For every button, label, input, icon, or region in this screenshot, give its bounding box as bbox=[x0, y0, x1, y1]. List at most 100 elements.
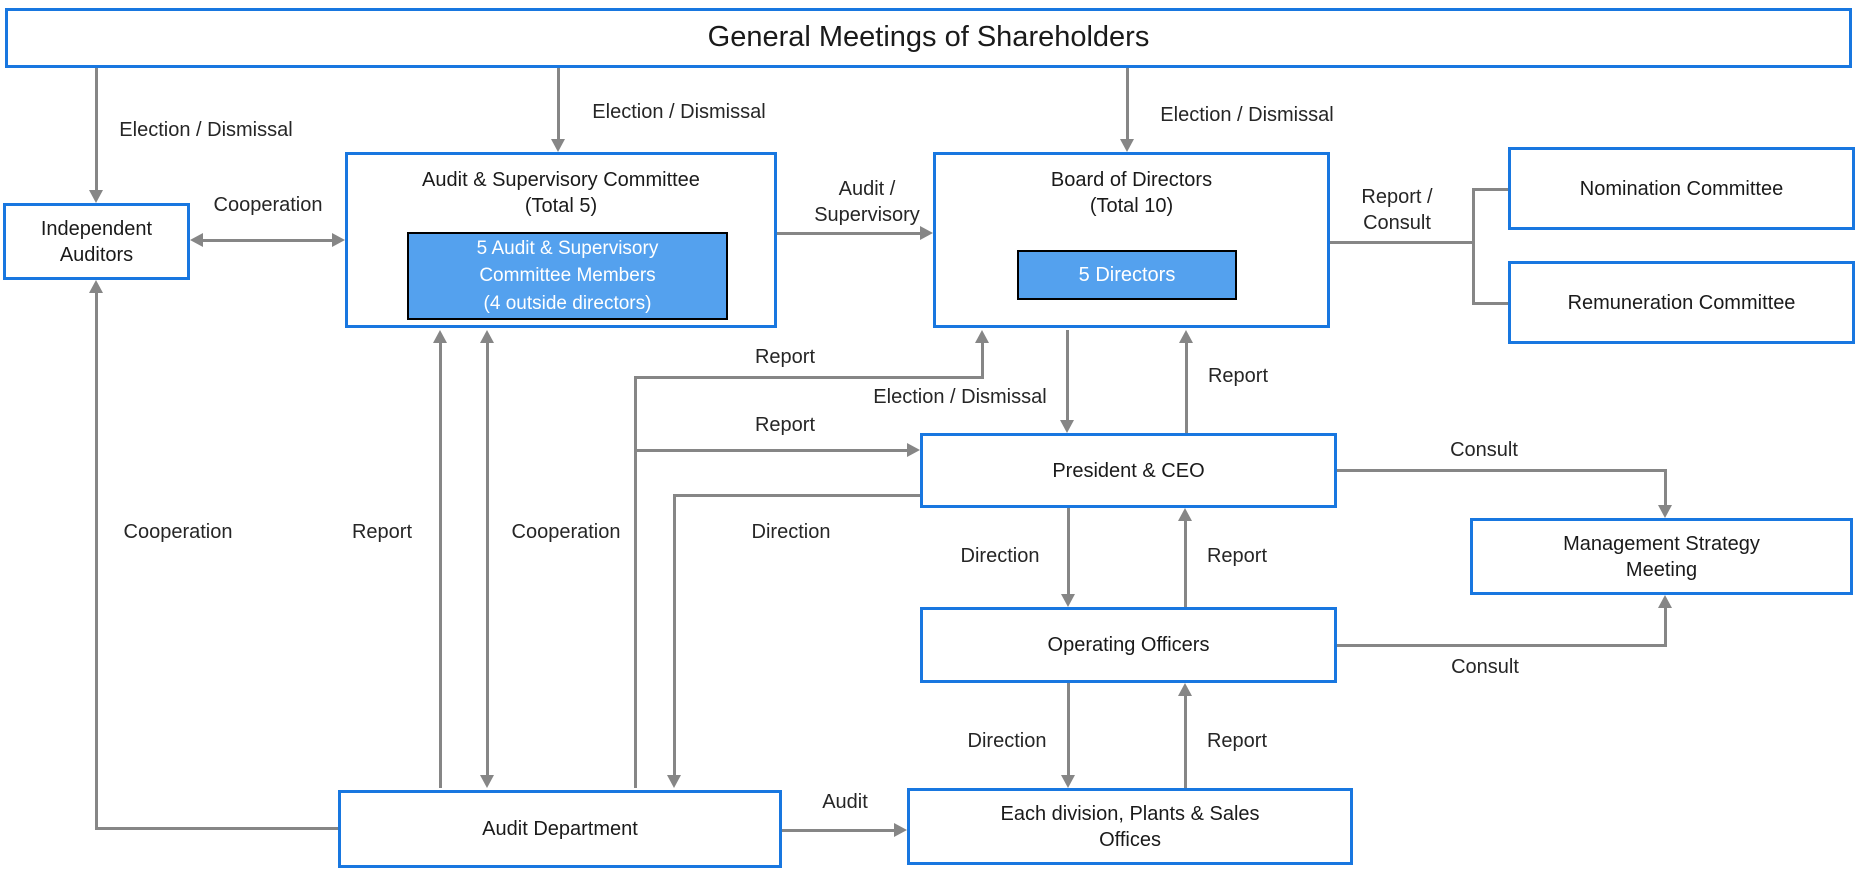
edge-dept-report-trunk bbox=[634, 377, 637, 788]
edge-board-to-ceo-line bbox=[1066, 330, 1069, 420]
node-independent-auditors: Independent Auditors bbox=[3, 203, 190, 280]
label-report-consult-line2: Consult bbox=[1363, 212, 1431, 234]
label-cooperation-auditors-committee: Cooperation bbox=[213, 194, 323, 216]
asc-title-line1: Audit & Supervisory Committee bbox=[422, 169, 700, 191]
node-operating-officers: Operating Officers bbox=[920, 607, 1337, 683]
label-direction-ceo-to-dept: Direction bbox=[751, 521, 831, 543]
label-report-ceo-to-board: Report bbox=[1207, 365, 1269, 387]
operating-officers-label: Operating Officers bbox=[1047, 634, 1210, 656]
president-ceo-label: President & CEO bbox=[1052, 459, 1205, 482]
label-consult-ceo-to-msm: Consult bbox=[1450, 439, 1518, 461]
board-directors-badge: 5 Directors bbox=[1017, 250, 1237, 300]
each-division-line1: Each division, Plants & Sales bbox=[1000, 802, 1260, 825]
audit-department-label: Audit Department bbox=[482, 818, 638, 840]
edge-gms-to-board-line bbox=[1126, 68, 1129, 140]
board-badge-label: 5 Directors bbox=[1078, 263, 1176, 286]
label-election-dismissal-board: Election / Dismissal bbox=[1160, 104, 1334, 126]
arrowhead-down-icon bbox=[551, 139, 565, 152]
edge-officers-to-ceo-line bbox=[1184, 521, 1187, 607]
asc-badge-line1: 5 Audit & Supervisory bbox=[476, 237, 659, 259]
edge-ceo-to-board-line bbox=[1185, 343, 1188, 433]
edge-officers-to-msm-horizontal bbox=[1337, 644, 1667, 647]
label-audit-supervisory-line2: Supervisory bbox=[814, 204, 920, 226]
node-audit-supervisory-committee: Audit & Supervisory Committee (Total 5) … bbox=[345, 152, 777, 328]
label-report-dept-to-board: Report bbox=[754, 346, 816, 368]
edge-board-bracket-stub bbox=[1330, 241, 1474, 244]
edge-officers-to-divisions-line bbox=[1067, 683, 1070, 775]
edge-gms-to-committee-line bbox=[557, 68, 560, 140]
arrowhead-up-icon bbox=[433, 330, 447, 343]
nomination-committee-label: Nomination Committee bbox=[1579, 177, 1784, 200]
edge-ceo-to-msm-horizontal bbox=[1337, 469, 1667, 472]
node-general-meetings-of-shareholders: General Meetings of Shareholders bbox=[5, 8, 1852, 68]
label-report-consult: Report / Consult bbox=[1361, 184, 1432, 236]
asc-badge-line2: Committee Members bbox=[479, 265, 656, 287]
arrowhead-down-icon bbox=[89, 190, 103, 203]
each-division-line2: Offices bbox=[1099, 828, 1161, 851]
edge-ceo-to-msm-vertical bbox=[1664, 469, 1667, 506]
independent-auditors-line2: Auditors bbox=[59, 243, 134, 266]
asc-members-badge: 5 Audit & Supervisory Committee Members … bbox=[407, 232, 728, 320]
edge-dept-to-board-horizontal bbox=[634, 376, 983, 379]
node-remuneration-committee: Remuneration Committee bbox=[1508, 261, 1855, 344]
edge-bracket-to-remuneration bbox=[1472, 302, 1508, 305]
arrowhead-right-icon bbox=[920, 226, 933, 240]
edge-bracket-to-nomination bbox=[1472, 188, 1508, 191]
asc-title-line2: (Total 5) bbox=[524, 195, 598, 217]
msm-line1: Management Strategy bbox=[1563, 532, 1760, 555]
label-consult-officers-to-msm: Consult bbox=[1451, 656, 1519, 678]
arrowhead-right-icon bbox=[907, 443, 920, 457]
label-report-dept-to-ceo: Report bbox=[754, 414, 816, 436]
arrowhead-up-icon bbox=[1179, 330, 1193, 343]
label-report-officers-to-ceo: Report bbox=[1206, 545, 1268, 567]
independent-auditors-line1: Independent bbox=[40, 217, 153, 240]
label-election-dismissal-ceo: Election / Dismissal bbox=[873, 386, 1047, 408]
node-audit-department: Audit Department bbox=[338, 790, 782, 868]
arrowhead-down-icon bbox=[1658, 505, 1672, 518]
board-title-line1: Board of Directors bbox=[1050, 169, 1213, 191]
label-direction-ceo-to-officers: Direction bbox=[960, 545, 1040, 567]
node-nomination-committee: Nomination Committee bbox=[1508, 147, 1855, 230]
arrowhead-right-icon bbox=[332, 233, 345, 247]
edge-auditors-committee-line bbox=[203, 239, 332, 242]
edge-committee-dept-line bbox=[486, 343, 489, 775]
board-title-line2: (Total 10) bbox=[1089, 195, 1174, 217]
edge-ceo-to-officers-line bbox=[1067, 508, 1070, 594]
arrowhead-up-icon bbox=[975, 330, 989, 343]
arrowhead-right-icon bbox=[894, 823, 907, 837]
edge-dept-to-divisions-line bbox=[782, 829, 894, 832]
edge-ceo-to-dept-vertical bbox=[673, 495, 676, 775]
label-audit-supervisory-line1: Audit / bbox=[838, 178, 896, 200]
arrowhead-up-icon bbox=[1178, 683, 1192, 696]
arrowhead-down-icon bbox=[1061, 775, 1075, 788]
edge-committee-to-board-line bbox=[777, 232, 920, 235]
edge-dept-to-auditors-horizontal bbox=[95, 827, 338, 830]
label-report-consult-line1: Report / bbox=[1361, 186, 1433, 208]
node-board-of-directors: Board of Directors (Total 10) 5 Director… bbox=[933, 152, 1330, 328]
msm-line2: Meeting bbox=[1625, 558, 1698, 581]
arrowhead-down-icon bbox=[1061, 594, 1075, 607]
label-audit-supervisory: Audit / Supervisory bbox=[814, 176, 920, 228]
arrowhead-up-icon bbox=[89, 280, 103, 293]
label-cooperation-committee-dept: Cooperation bbox=[511, 521, 621, 543]
label-report-divisions-to-officers: Report bbox=[1206, 730, 1268, 752]
node-management-strategy-meeting: Management Strategy Meeting bbox=[1470, 518, 1853, 595]
edge-dept-to-committee-line bbox=[439, 343, 442, 788]
general-meetings-label: General Meetings of Shareholders bbox=[707, 21, 1150, 54]
node-president-ceo: President & CEO bbox=[920, 433, 1337, 508]
edge-divisions-to-officers-line bbox=[1184, 696, 1187, 788]
arrowhead-left-icon bbox=[190, 233, 203, 247]
label-audit-dept-to-divisions: Audit bbox=[822, 791, 868, 813]
label-election-dismissal-auditors: Election / Dismissal bbox=[119, 119, 293, 141]
arrowhead-up-icon bbox=[480, 330, 494, 343]
remuneration-committee-label: Remuneration Committee bbox=[1567, 291, 1796, 314]
label-election-dismissal-committee: Election / Dismissal bbox=[592, 101, 766, 123]
arrowhead-down-icon bbox=[1060, 420, 1074, 433]
arrowhead-down-icon bbox=[480, 775, 494, 788]
edge-ceo-to-dept-horizontal bbox=[673, 494, 920, 497]
node-each-division: Each division, Plants & Sales Offices bbox=[907, 788, 1353, 865]
arrowhead-down-icon bbox=[1120, 139, 1134, 152]
label-direction-officers-to-divisions: Direction bbox=[967, 730, 1047, 752]
edge-officers-to-msm-vertical bbox=[1664, 608, 1667, 645]
